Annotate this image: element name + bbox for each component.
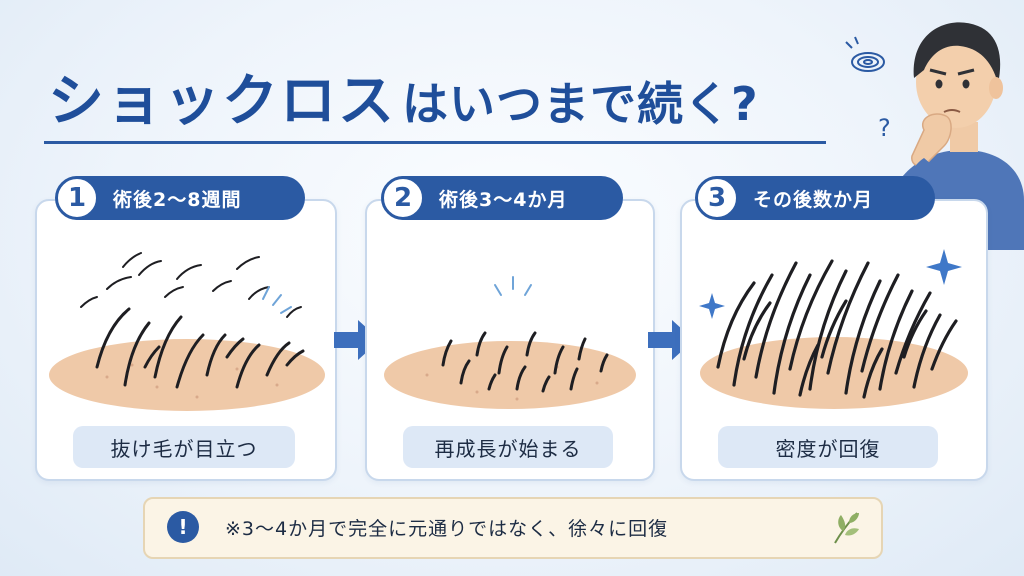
leaf-icon (834, 512, 859, 544)
title-main: ショックロス (48, 69, 396, 134)
stage-panel-3: 密度が回復 (680, 199, 988, 481)
stage-header-2: 2 術後3〜4か月 (381, 176, 623, 220)
stage-panel-1: 抜け毛が目立つ (35, 199, 337, 481)
sparse-hair-scalp-illustration (49, 252, 325, 411)
stage-caption-3: 密度が回復 (718, 426, 938, 468)
dense-hair-scalp-illustration (699, 249, 968, 409)
stage-header-3: 3 その後数か月 (695, 176, 935, 220)
stage-panel-2: 再成長が始まる (365, 199, 655, 481)
step-number-1: 1 (55, 176, 99, 220)
regrowth-scalp-illustration (384, 276, 636, 409)
step-number-3: 3 (695, 176, 739, 220)
title-tail: はいつまで続く? (402, 77, 759, 131)
dizzy-swirl-icon (845, 36, 885, 72)
sparkle-icon (699, 293, 725, 319)
sparkle-icon (926, 249, 962, 285)
title-divider (44, 141, 826, 144)
stage-period-2: 術後3〜4か月 (439, 188, 568, 211)
stage-caption-2: 再成長が始まる (403, 426, 613, 468)
stage-period-1: 術後2〜8週間 (113, 188, 242, 211)
note-text: ※3〜4か月で完全に元通りではなく、徐々に回復 (225, 518, 669, 540)
step-number-2: 2 (381, 176, 425, 220)
exclamation-icon: ! (167, 511, 199, 543)
stage-header-1: 1 術後2〜8週間 (55, 176, 305, 220)
stage-period-3: その後数か月 (753, 188, 874, 211)
question-mark-icon: ? (878, 114, 891, 142)
stage-caption-1: 抜け毛が目立つ (73, 426, 295, 468)
note-box: ! ※3〜4か月で完全に元通りではなく、徐々に回復 (143, 497, 883, 559)
page-title: ショックロス はいつまで続く? (48, 56, 759, 137)
